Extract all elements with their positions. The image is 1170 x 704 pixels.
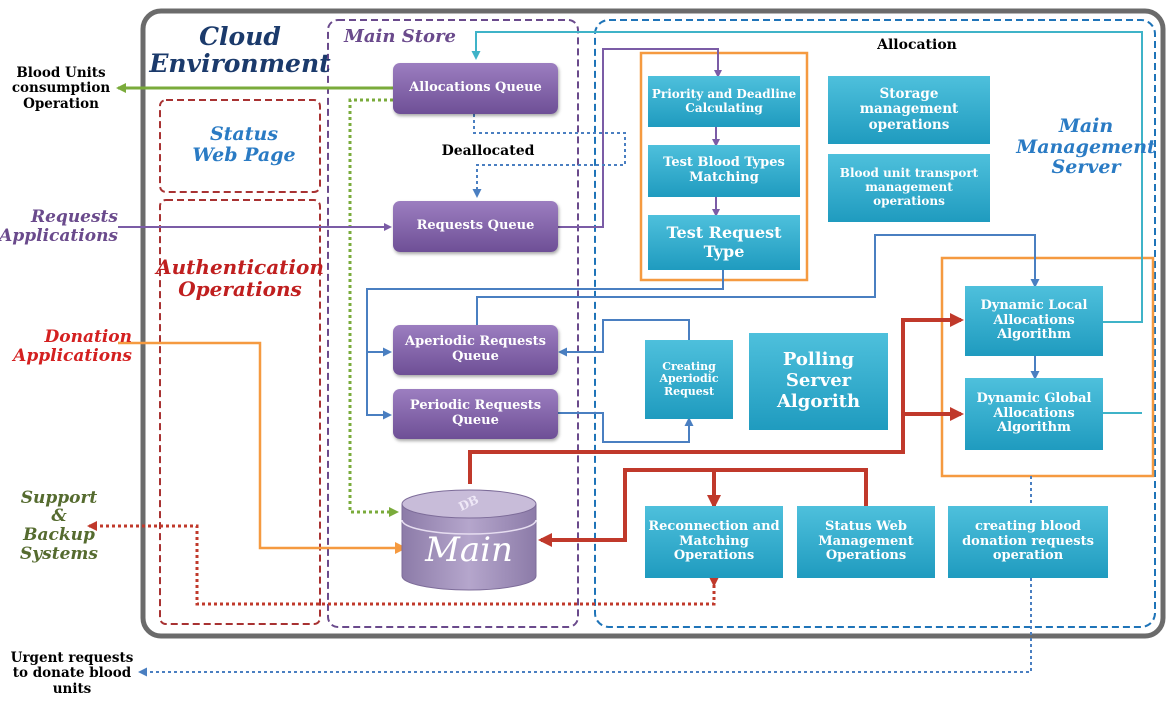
requests-queue: Requests Queue xyxy=(393,201,558,252)
test-blood-types-box: Test Blood Types Matching xyxy=(648,145,800,197)
support-backup-label: Support & Backup Systems xyxy=(20,487,98,564)
arrow-creating-to-aperiodic xyxy=(558,319,690,357)
priority-deadline-box: Priority and Deadline Calculating xyxy=(648,76,800,127)
cloud-environment-title: Cloud Environment xyxy=(149,21,331,78)
allocation-title: Allocation xyxy=(877,36,957,53)
arrow-db-to-dynamic xyxy=(468,313,964,484)
test-request-type-box: Test Request Type xyxy=(648,215,800,270)
aperiodic-requests-queue: Aperiodic Requests Queue xyxy=(393,325,558,375)
transport-management-box: Blood unit transport management operatio… xyxy=(828,154,990,222)
blood-units-consumption-label: Blood Units consumption Operation xyxy=(11,64,111,112)
arrow-dynamic-to-allocations xyxy=(471,31,1143,323)
arrow-support-backup xyxy=(87,521,719,606)
authentication-title: Authentication Operations xyxy=(156,255,324,301)
authentication-region xyxy=(159,199,321,625)
db-main-label: Main xyxy=(425,530,513,571)
main-store-region xyxy=(327,19,579,628)
main-server-region xyxy=(594,19,1156,628)
arrow-queue-to-priority xyxy=(557,48,722,228)
arrow-type-to-periodic xyxy=(366,352,392,420)
database-cylinder xyxy=(401,489,537,591)
polling-server-box: Polling Server Algorith xyxy=(749,333,888,430)
main-server-title: Main Management Server xyxy=(1016,114,1156,179)
cloud-environment-region xyxy=(140,8,1166,639)
arrow-type-to-aperiodic xyxy=(366,270,724,357)
status-web-management-box: Status Web Management Operations xyxy=(797,506,935,578)
requests-applications-label: Requests Applications xyxy=(0,207,118,246)
creating-donation-requests-box: creating blood donation requests operati… xyxy=(948,506,1108,578)
dynamic-local-box: Dynamic Local Allocations Algorithm xyxy=(965,286,1103,356)
donation-applications-label: Donation Applications xyxy=(13,327,132,366)
dynamic-global-box: Dynamic Global Allocations Algorithm xyxy=(965,378,1103,450)
allocations-queue: Allocations Queue xyxy=(393,63,558,114)
status-web-page-region xyxy=(159,99,321,193)
arrow-deallocated xyxy=(472,114,626,198)
arrow-periodic-to-creating xyxy=(557,412,694,443)
deallocated-label: Deallocated xyxy=(441,142,535,159)
dynamic-allocation-region xyxy=(940,256,1155,478)
arrow-queue-to-db xyxy=(348,98,399,517)
reconnection-matching-box: Reconnection and Matching Operations xyxy=(645,506,783,578)
creating-aperiodic-box: Creating Aperiodic Request xyxy=(645,340,733,419)
periodic-requests-queue: Periodic Requests Queue xyxy=(393,389,558,439)
arrow-aperiodic-to-local xyxy=(476,234,1040,325)
urgent-requests-label: Urgent requests to donate blood units xyxy=(10,649,134,697)
arrow-donation-to-db xyxy=(118,341,407,554)
main-store-title: Main Store xyxy=(343,26,457,48)
storage-management-box: Storage management operations xyxy=(828,76,990,144)
status-web-page-title: Status Web Page xyxy=(192,123,296,166)
